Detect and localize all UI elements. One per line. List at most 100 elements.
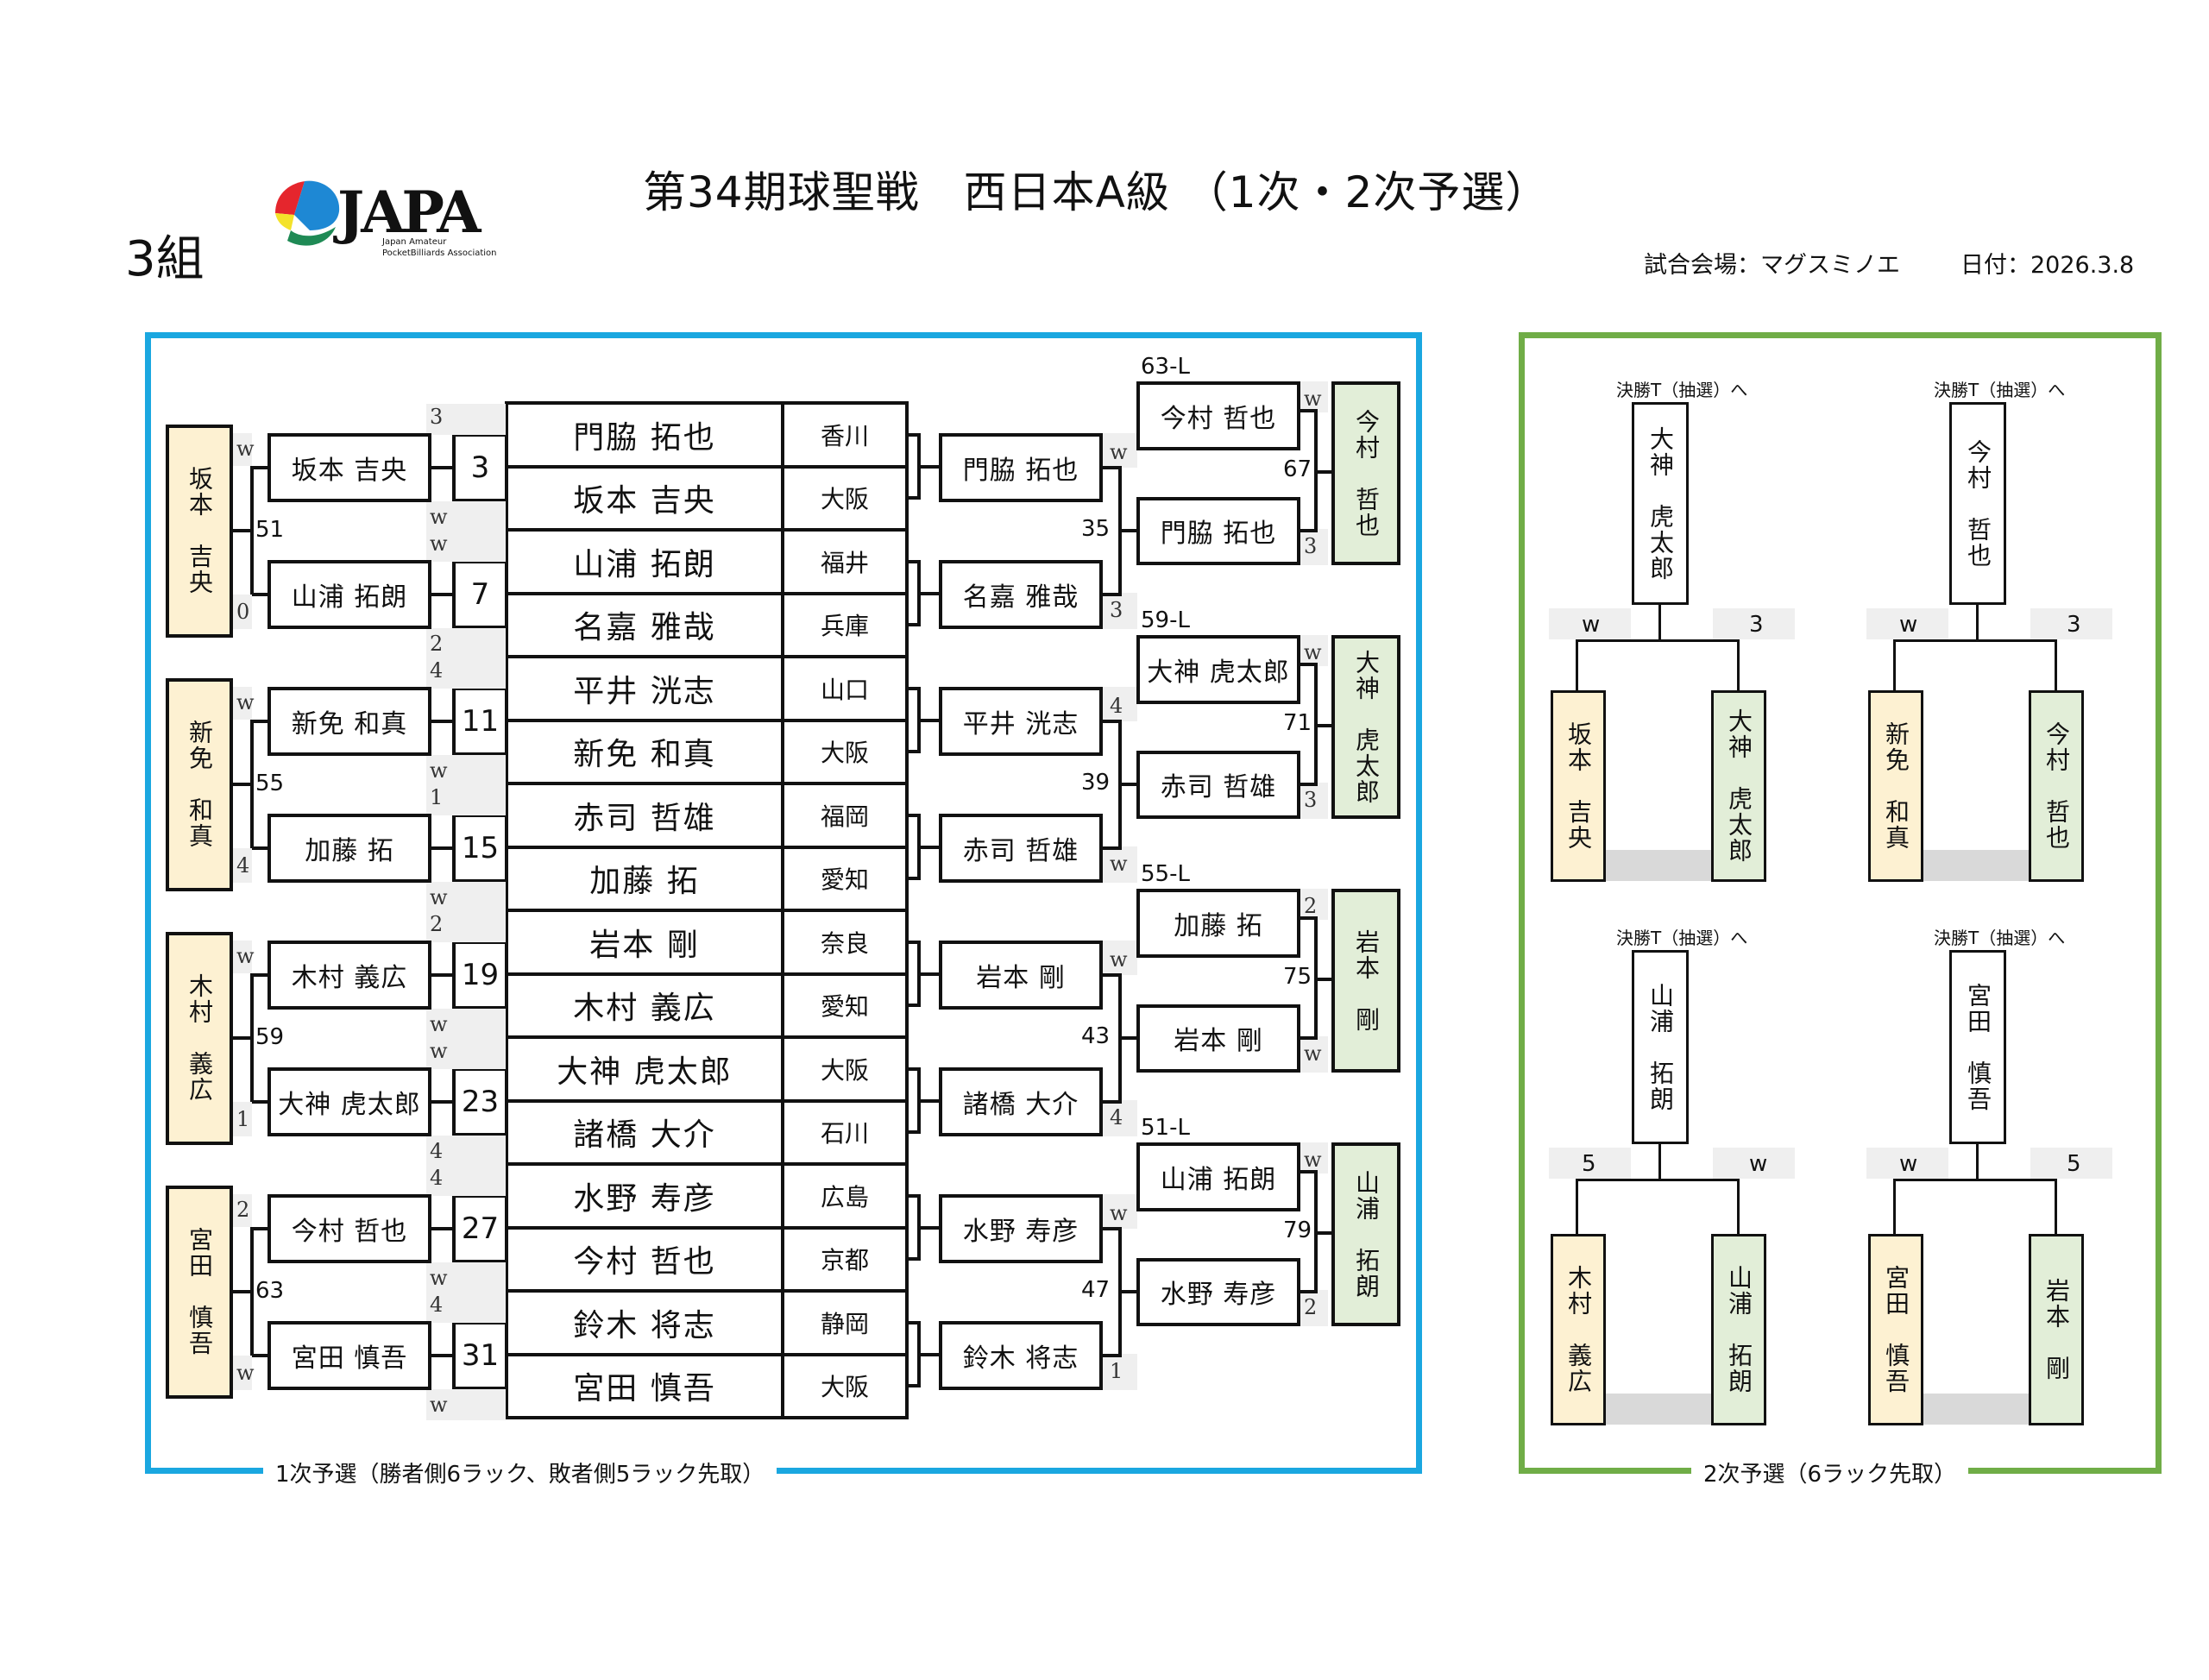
connector	[909, 1004, 919, 1008]
player-name: 門脇 拓也	[962, 455, 1079, 486]
connector	[1101, 1226, 1120, 1230]
winners-r1-box: 大神 虎太郎	[267, 1067, 431, 1136]
connector	[431, 719, 454, 723]
player-name: 諸橋 大介	[962, 1089, 1079, 1120]
score-shade	[426, 784, 506, 815]
table-row: 鈴木 将志静岡	[505, 1289, 909, 1356]
score-shade	[1103, 1353, 1137, 1390]
qualifier-name: 今村 哲也	[1352, 408, 1381, 538]
player-name: 山浦 拓朗	[1160, 1164, 1277, 1195]
winners-score: 1	[236, 1106, 250, 1131]
connector	[231, 1036, 252, 1041]
losers-drop-box: 山浦 拓朗	[1136, 1142, 1300, 1211]
score-shade	[426, 1388, 506, 1420]
connector	[250, 465, 269, 469]
score-shade	[426, 658, 506, 689]
connector	[917, 591, 940, 595]
stage2-score: w	[1749, 1151, 1768, 1177]
entry-name: 大神 虎太郎	[508, 1039, 784, 1099]
stage2-entrant-name: 木村 義広	[1564, 1265, 1593, 1394]
connector	[909, 1384, 919, 1388]
connector	[250, 1226, 254, 1357]
connector	[1101, 465, 1120, 469]
table-row: 新免 和真大阪	[505, 718, 909, 785]
winners-r1-box: 宮田 慎吾	[267, 1321, 431, 1390]
table-row: 木村 義広愛知	[505, 972, 909, 1039]
qualifier-name: 岩本 剛	[1352, 928, 1381, 1033]
winners-score: 2	[236, 1198, 250, 1222]
connector	[1299, 1169, 1316, 1173]
entry-prefecture: 愛知	[820, 865, 869, 895]
connector	[1737, 1179, 1740, 1234]
entry-name: 名嘉 雅哉	[508, 595, 784, 655]
match-number-box: 31	[452, 1321, 508, 1390]
score-shade	[1300, 1290, 1328, 1326]
qualifier-name: 山浦 拓朗	[1352, 1169, 1381, 1299]
connector	[250, 465, 254, 596]
table-row: 諸橋 大介石川	[505, 1098, 909, 1166]
score-shade	[1713, 608, 1795, 639]
score-shade	[1103, 846, 1137, 883]
stage2-entrant-box: 岩本 剛	[2029, 1234, 2084, 1425]
player-name: 坂本 吉央	[291, 455, 408, 486]
winners-side-qualifier: 木村 義広	[166, 932, 233, 1145]
to-final-label: 決勝T（抽選）へ	[1934, 928, 2066, 948]
losers-score: 4	[1110, 1104, 1123, 1129]
first-round-score: 4	[430, 1166, 444, 1190]
connector	[250, 846, 269, 850]
score-shade	[1103, 941, 1137, 975]
first-round-score: w	[430, 884, 448, 909]
score-shade	[1549, 608, 1631, 639]
match-label: 47	[1081, 1277, 1111, 1304]
player-name: 今村 哲也	[1160, 403, 1277, 434]
entry-prefecture: 奈良	[820, 928, 869, 958]
table-row: 加藤 拓 愛知	[505, 845, 909, 912]
losers-r1-box: 名嘉 雅哉	[939, 560, 1103, 629]
stage2-entrant-name: 今村 哲也	[2042, 721, 2071, 851]
connector	[1118, 1036, 1137, 1041]
winners-r1-box: 新免 和真	[267, 687, 431, 756]
score-shade	[426, 1292, 506, 1323]
score-shade	[426, 1135, 506, 1167]
entry-prefecture: 静岡	[820, 1309, 869, 1338]
score-shade	[1300, 889, 1328, 920]
entry-name: 加藤 拓	[508, 848, 784, 909]
stage2-score: w	[1899, 1151, 1918, 1177]
first-round-score: 1	[430, 785, 444, 809]
connector	[1893, 1179, 1896, 1234]
connector	[231, 783, 252, 787]
connector	[1976, 603, 1979, 641]
connector	[1299, 916, 1316, 920]
winners-r1-box: 今村 哲也	[267, 1194, 431, 1263]
entry-name: 今村 哲也	[508, 1229, 784, 1289]
table-row: 赤司 哲雄福岡	[505, 782, 909, 849]
table-row: 平井 洸志山口	[505, 655, 909, 722]
score-shade	[1103, 433, 1137, 468]
player-name: 今村 哲也	[291, 1216, 408, 1247]
match-number-box: 19	[452, 941, 508, 1010]
player-name: 大神 虎太郎	[1147, 657, 1290, 688]
stage2-winner-name: 宮田 慎吾	[1964, 982, 1992, 1112]
first-round-score: w	[430, 532, 448, 556]
losers-score: w	[1110, 851, 1128, 876]
japa-logo: JAPA Japan Amateur PocketBilliards Assoc…	[272, 177, 531, 263]
connector	[250, 719, 254, 850]
score-shade	[1866, 608, 1948, 639]
table-row: 大神 虎太郎大阪	[505, 1035, 909, 1103]
connector	[250, 719, 269, 723]
connector	[431, 592, 454, 596]
connector	[2055, 1179, 2057, 1234]
losers-score: w	[1304, 387, 1322, 411]
drop-label: 59-L	[1141, 607, 1190, 633]
entry-prefecture: 広島	[820, 1182, 869, 1211]
connector	[431, 1353, 454, 1357]
match-label: 35	[1081, 516, 1111, 543]
score-shade	[1300, 1036, 1328, 1073]
first-round-score: 2	[430, 912, 444, 936]
winners-r1-box: 山浦 拓朗	[267, 560, 431, 629]
entry-name: 山浦 拓朗	[508, 532, 784, 592]
score-shade	[426, 754, 506, 786]
player-name: 平井 洸志	[962, 708, 1079, 739]
stage2-score: 5	[1582, 1151, 1596, 1177]
connector	[1658, 603, 1661, 641]
